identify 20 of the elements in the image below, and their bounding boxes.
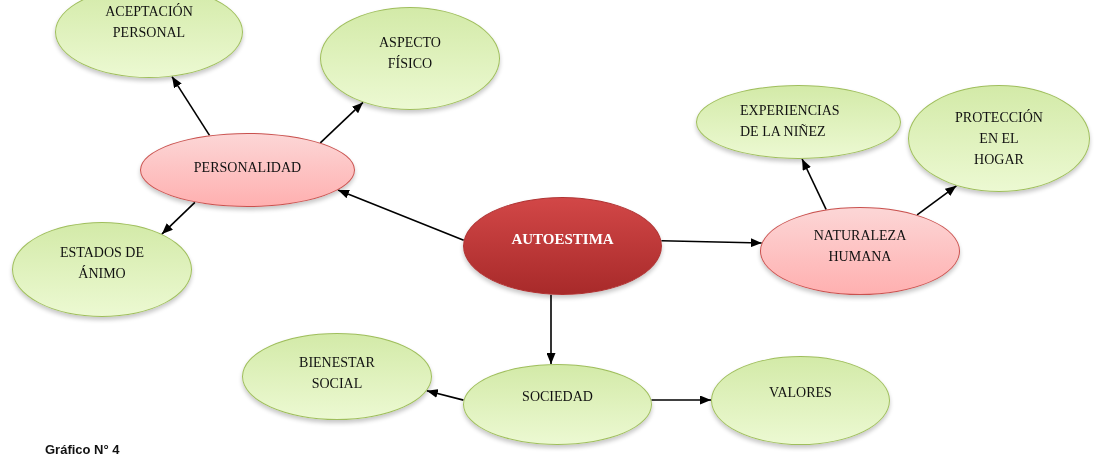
node-label: AUTOESTIMA (511, 229, 614, 249)
node-label: ASPECTO FÍSICO (379, 33, 441, 73)
node-label: PROTECCIÓN EN EL HOGAR (955, 108, 1043, 169)
node-label: EXPERIENCIAS DE LA NIÑEZ (740, 102, 840, 141)
node-label: NATURALEZA HUMANA (813, 227, 907, 266)
arrow (161, 201, 196, 235)
node-label: SOCIEDAD (522, 388, 593, 406)
node-label: ACEPTACIÓN PERSONAL (105, 2, 193, 42)
arrow (650, 395, 712, 405)
arrow (660, 238, 763, 248)
arrow (319, 101, 364, 144)
node-label: VALORES (769, 384, 832, 402)
figure-caption: Gráfico N° 4 (45, 442, 120, 457)
node-label: PERSONALIDAD (193, 158, 302, 177)
node-label: ESTADOS DE ÁNIMO (59, 243, 145, 283)
arrow (801, 158, 827, 211)
arrow (337, 189, 465, 242)
arrow (916, 185, 958, 216)
node-label: BIENESTAR SOCIAL (299, 353, 375, 393)
arrow (426, 389, 465, 401)
